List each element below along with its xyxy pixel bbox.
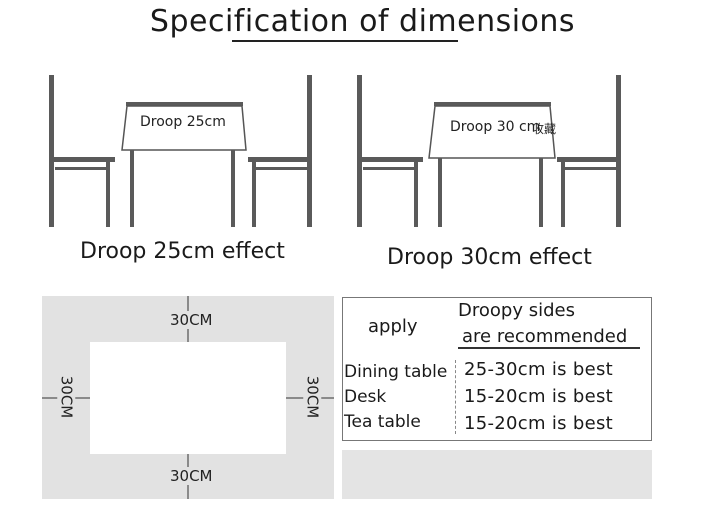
- table-row-value: 15-20cm is best: [464, 413, 613, 434]
- tabletop-outline: [90, 342, 286, 454]
- chair-leg-left-2: [414, 162, 418, 227]
- droop-label-30: Droop 30 cm: [450, 119, 541, 135]
- chair-back-right-2: [616, 75, 621, 227]
- table-header-line2: are recommended: [462, 326, 628, 347]
- page-title: Specification of dimensions: [149, 4, 576, 39]
- dim-label-bottom: 30CM: [168, 467, 215, 485]
- chair-back-right-1: [307, 75, 312, 227]
- table-leg-1b: [231, 150, 235, 227]
- table-header-apply: apply: [368, 316, 418, 337]
- bottom-gray-panel: [342, 450, 652, 499]
- caption-droop-30: Droop 30cm effect: [387, 245, 592, 270]
- table-row-item: Desk: [344, 387, 387, 407]
- table-leg-2a: [438, 158, 442, 227]
- table-row-value: 25-30cm is best: [464, 359, 613, 380]
- chair-seat-right-2: [557, 157, 621, 162]
- chair-leg-right-2: [561, 162, 565, 227]
- chair-seat-left-1: [49, 157, 115, 162]
- droop-label-25: Droop 25cm: [140, 114, 226, 130]
- tablecloth-2: [428, 105, 556, 159]
- table-leg-2b: [539, 158, 543, 227]
- chair-rail-left-2: [363, 167, 415, 170]
- table-row-item: Tea table: [344, 412, 421, 432]
- favorite-overlay-text[interactable]: 收藏: [532, 122, 557, 136]
- dim-label-right: 30CM: [303, 373, 322, 421]
- chair-rail-right-2: [565, 167, 617, 170]
- dim-label-top: 30CM: [168, 311, 215, 329]
- chair-back-left-2: [357, 75, 362, 227]
- table-row-item: Dining table: [344, 362, 448, 382]
- table-row-value: 15-20cm is best: [464, 386, 613, 407]
- table-header-line1: Droopy sides: [458, 300, 575, 321]
- chair-back-left-1: [49, 75, 54, 227]
- caption-droop-25: Droop 25cm effect: [80, 239, 285, 264]
- table-header-divider: [458, 347, 640, 349]
- chair-leg-right-1: [252, 162, 256, 227]
- chair-leg-left-1: [106, 162, 110, 227]
- chair-rail-left-1: [55, 167, 107, 170]
- table-column-divider: [455, 360, 456, 434]
- chair-seat-right-1: [248, 157, 312, 162]
- table-leg-1a: [130, 150, 134, 227]
- title-underline: [232, 40, 458, 42]
- tablecloth-1: [121, 105, 247, 151]
- chair-rail-right-1: [256, 167, 308, 170]
- table-top-1: [126, 102, 243, 106]
- recommendation-table: [342, 297, 652, 441]
- table-top-2: [434, 102, 551, 106]
- chair-seat-left-2: [357, 157, 423, 162]
- dim-label-left: 30CM: [57, 373, 76, 421]
